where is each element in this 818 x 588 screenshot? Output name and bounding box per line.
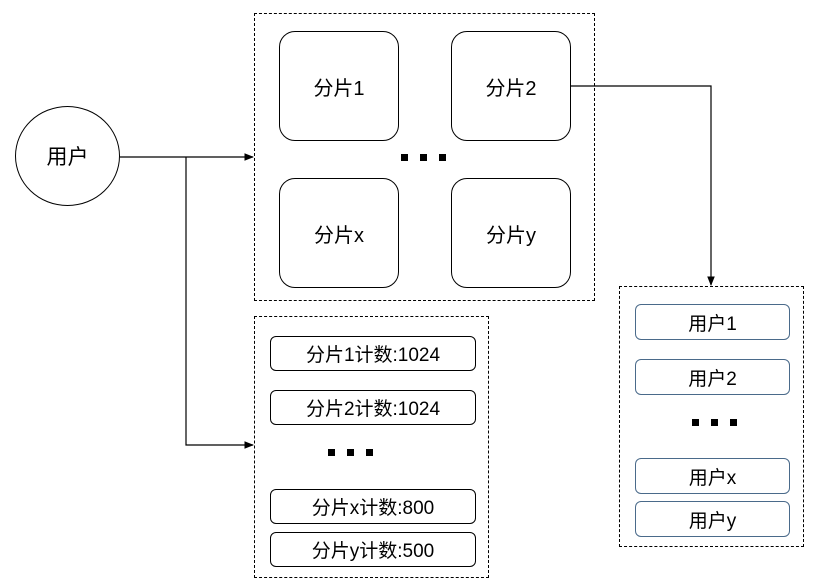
shard-1: 分片1	[279, 31, 399, 141]
counter-shard-x: 分片x计数:800	[270, 489, 476, 524]
counters-group	[254, 316, 489, 578]
shard-y: 分片y	[451, 178, 571, 288]
shard-2: 分片2	[451, 31, 571, 141]
shard-x: 分片x	[279, 178, 399, 288]
counters-ellipsis	[328, 449, 373, 456]
shards-ellipsis	[401, 154, 446, 161]
shards-group	[254, 13, 595, 301]
counter-shard-y: 分片y计数:500	[270, 532, 476, 567]
arrow-user-to-counters	[185, 157, 254, 449]
shard-user-x: 用户x	[635, 458, 790, 494]
shard-user-1: 用户1	[635, 304, 790, 340]
arrow-shard2-to-users	[571, 85, 715, 286]
counter-shard-1: 分片1计数:1024	[270, 336, 476, 371]
counter-shard-2: 分片2计数:1024	[270, 390, 476, 425]
shard-users-ellipsis	[692, 419, 737, 426]
shard-user-2: 用户2	[635, 359, 790, 395]
shard-user-y: 用户y	[635, 501, 790, 537]
user-node: 用户	[15, 106, 120, 206]
shard-users-group	[619, 286, 804, 547]
